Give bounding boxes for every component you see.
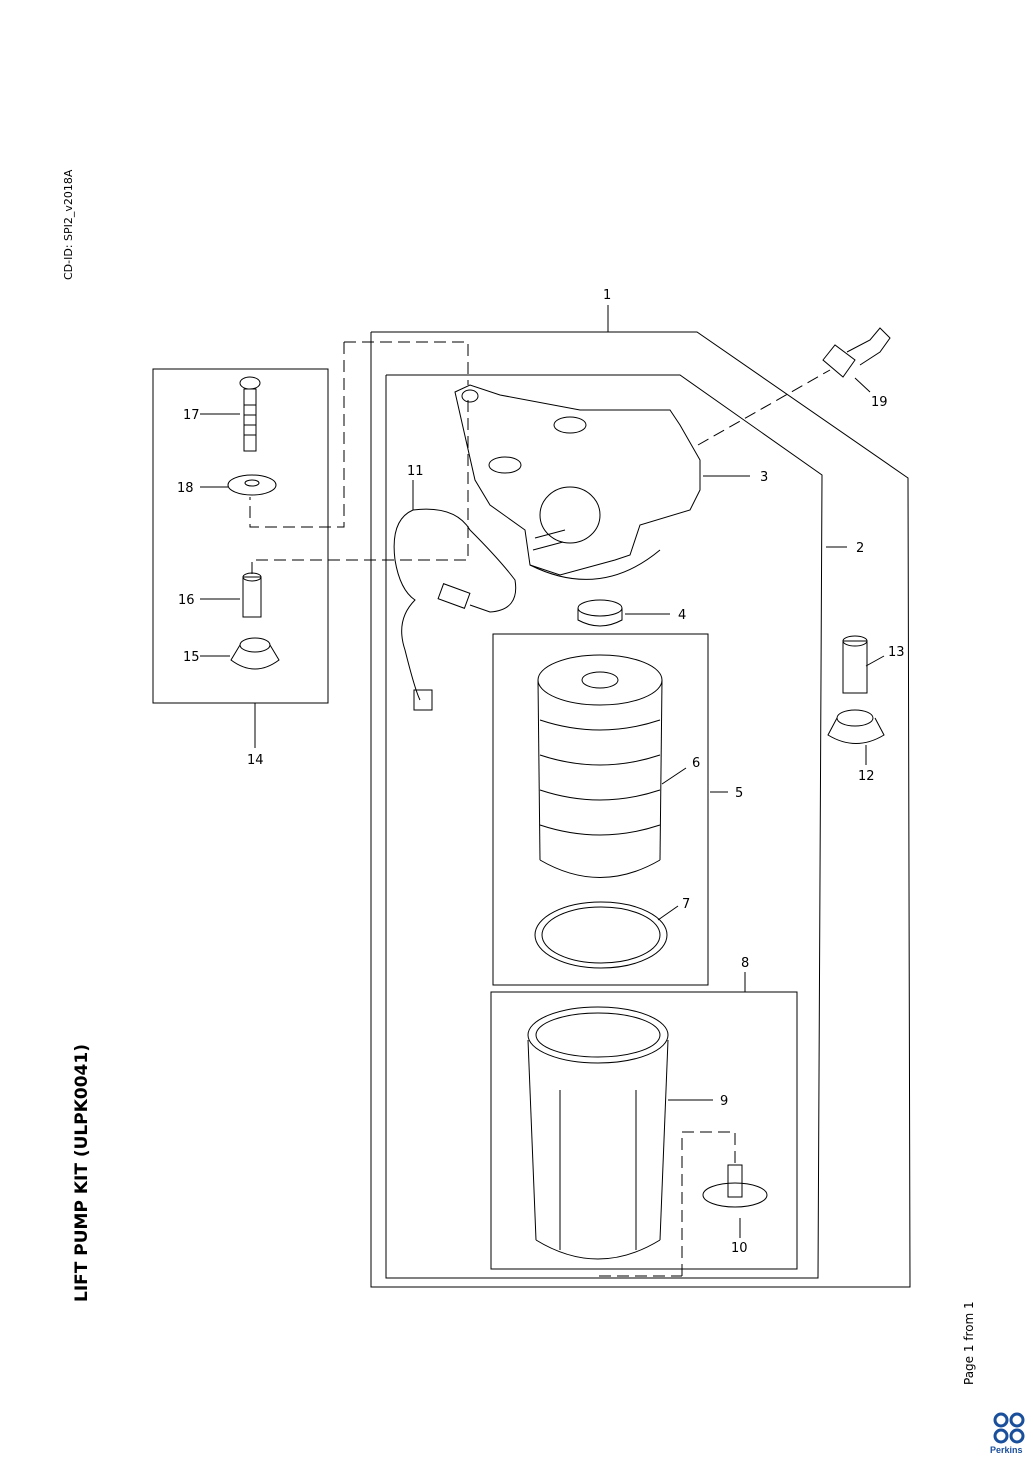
filter-bowl-9 — [527, 1006, 669, 1260]
sleeve-13 — [842, 635, 868, 694]
fitting-19 — [822, 327, 891, 378]
callout-13: 13 — [888, 645, 905, 660]
bowl-frame-8 — [490, 991, 798, 1270]
callout-9: 9 — [720, 1094, 728, 1109]
callout-6: 6 — [692, 756, 700, 771]
filter-frame-5 — [492, 633, 709, 986]
callout-19: 19 — [871, 395, 888, 410]
callout-8: 8 — [741, 956, 749, 971]
pump-body-3 — [454, 384, 701, 580]
wiring-harness-11 — [393, 508, 517, 701]
washer-18 — [227, 474, 277, 496]
callout-18: 18 — [177, 481, 194, 496]
mount-12 — [827, 709, 885, 744]
callout-10: 10 — [731, 1241, 748, 1256]
o-ring-7 — [534, 901, 668, 969]
callout-16: 16 — [178, 593, 195, 608]
callout-3: 3 — [760, 470, 768, 485]
callout-5: 5 — [735, 786, 743, 801]
mount-15 — [230, 637, 280, 670]
kit-frame-14 — [152, 368, 329, 704]
drain-plug-10 — [702, 1164, 768, 1208]
seal-4 — [577, 599, 623, 627]
callout-1: 1 — [603, 288, 611, 303]
perkins-logo-icon — [993, 1412, 1025, 1444]
assembly-frame-1 — [370, 331, 911, 1288]
bolt-17 — [239, 376, 261, 452]
callout-14: 14 — [247, 753, 264, 768]
callout-12: 12 — [858, 769, 875, 784]
callout-17: 17 — [183, 408, 200, 423]
assembly-frame-2 — [385, 374, 823, 1279]
callout-2: 2 — [856, 541, 864, 556]
filter-element-6 — [537, 654, 663, 878]
callout-4: 4 — [678, 608, 686, 623]
brand-name: Perkins — [990, 1445, 1023, 1455]
callout-15: 15 — [183, 650, 200, 665]
sleeve-16 — [242, 572, 262, 618]
callout-11: 11 — [407, 464, 424, 479]
callout-7: 7 — [682, 897, 690, 912]
